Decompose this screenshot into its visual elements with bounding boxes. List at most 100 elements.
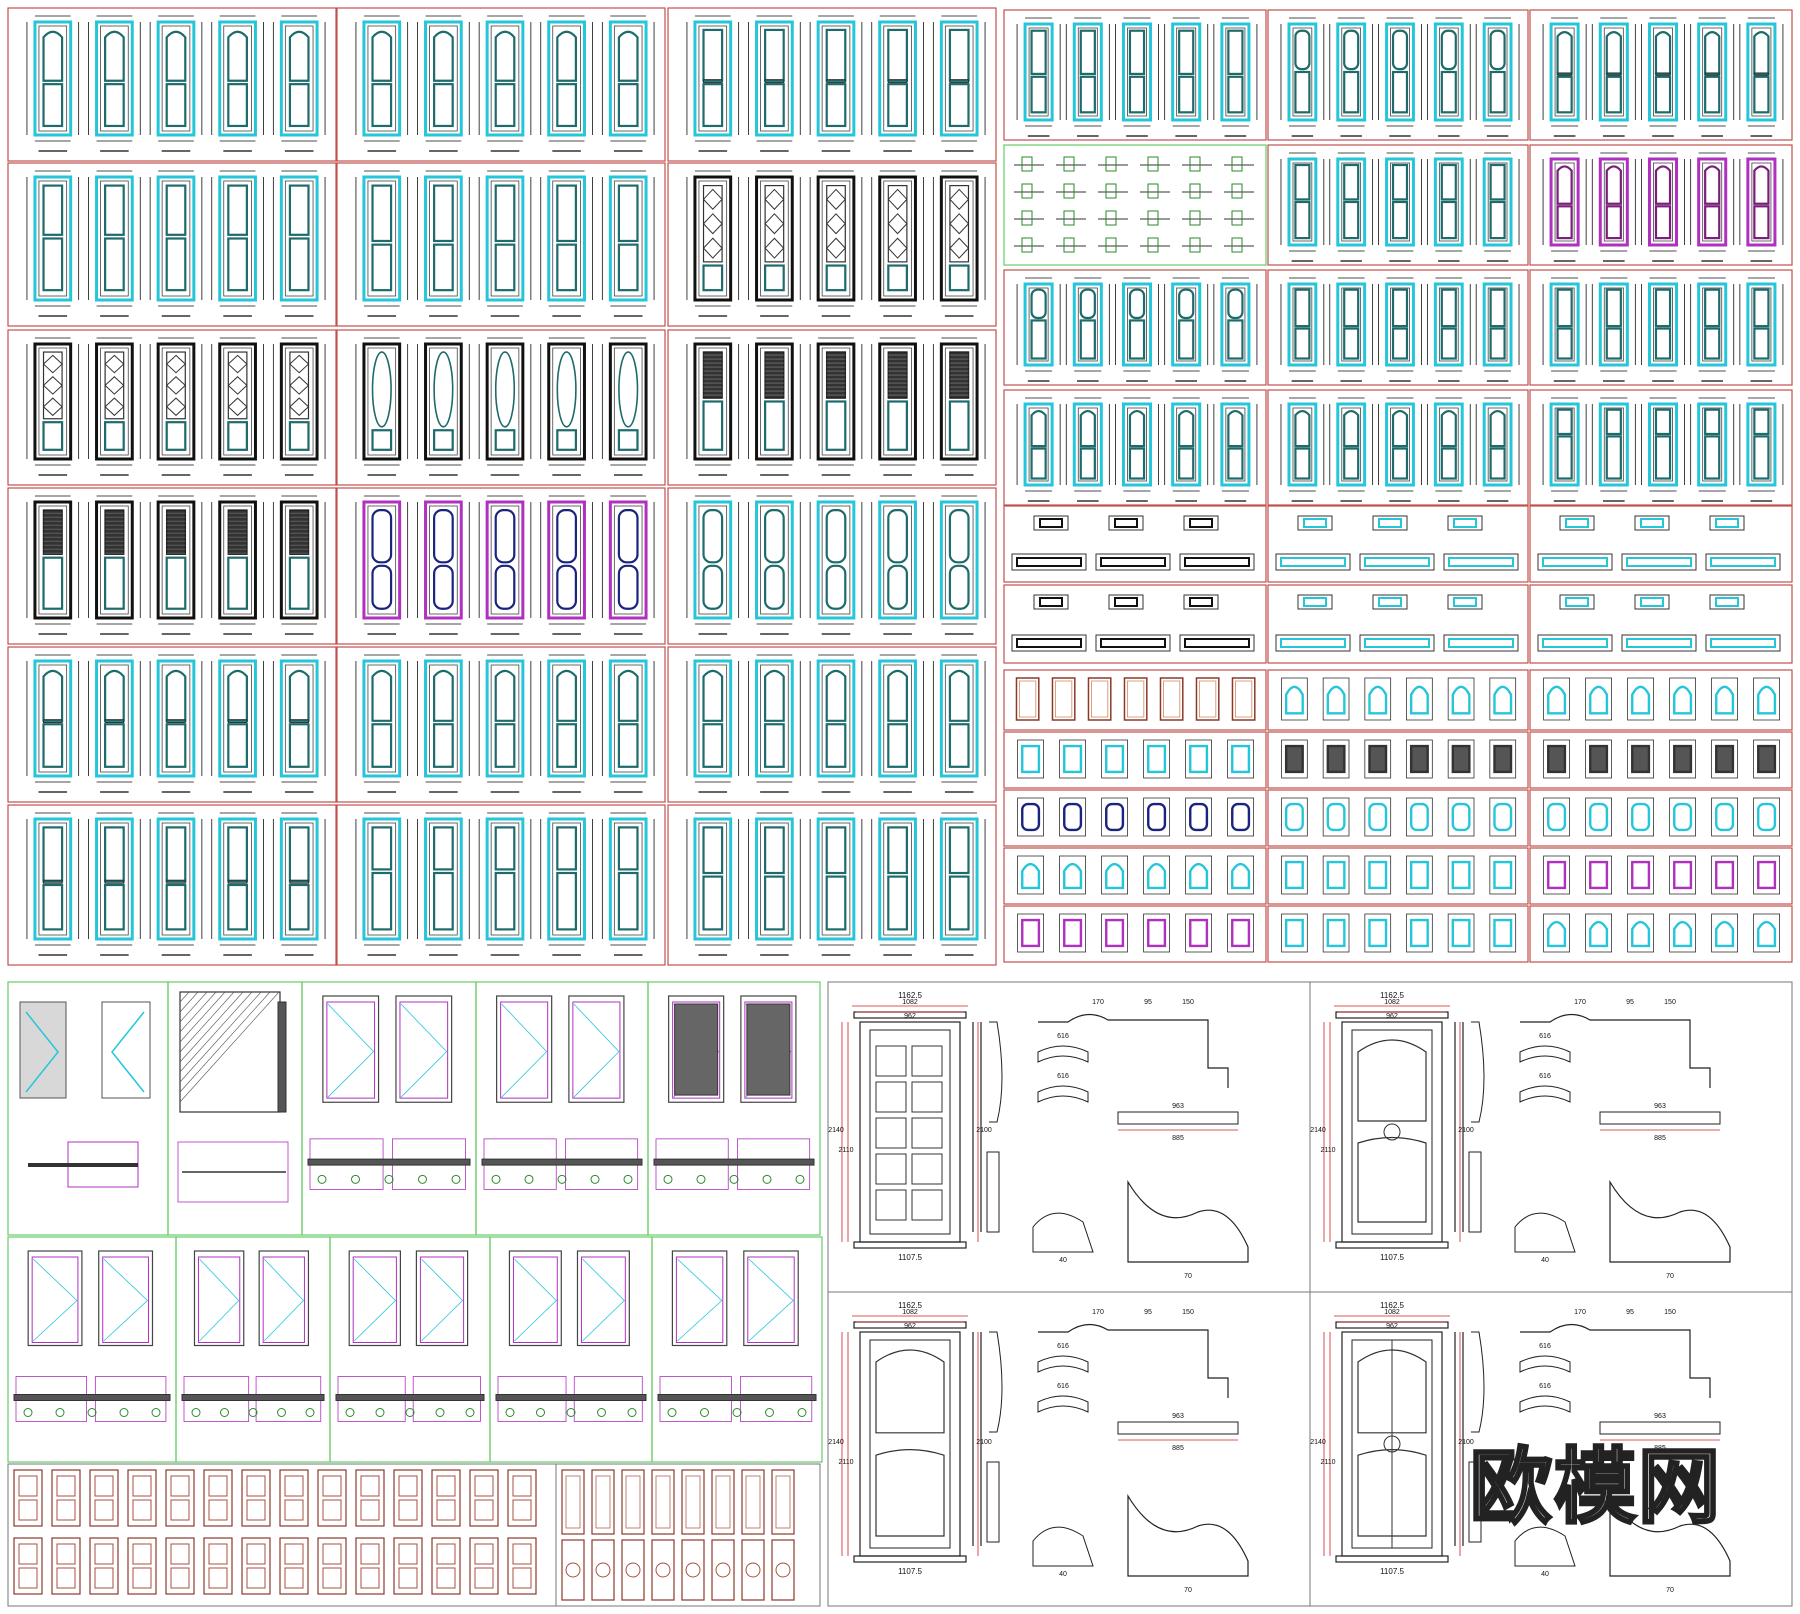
door-panel-louver bbox=[289, 509, 310, 555]
door-frame bbox=[424, 659, 463, 778]
cornice-profile bbox=[1520, 1323, 1711, 1398]
catalog-sheet bbox=[1529, 269, 1793, 386]
dim-616: 616 bbox=[1539, 1383, 1551, 1390]
door-panel bbox=[1605, 327, 1622, 360]
small-panel-frame bbox=[1017, 855, 1044, 895]
door-panel bbox=[1178, 29, 1195, 76]
door-panel-arch bbox=[1605, 165, 1622, 205]
sheet-border bbox=[1529, 847, 1793, 905]
door-glass bbox=[419, 1256, 465, 1343]
door-upper-panel bbox=[875, 1349, 945, 1434]
profile-section bbox=[1063, 237, 1075, 253]
small-panel-frame bbox=[1364, 677, 1392, 721]
hatch-line bbox=[179, 991, 199, 1013]
transom-small bbox=[1372, 594, 1408, 610]
door-frame bbox=[547, 500, 586, 620]
sheet-border bbox=[1003, 269, 1267, 386]
door-panel bbox=[494, 826, 516, 871]
small-panel-frame bbox=[1489, 677, 1517, 721]
door-panel bbox=[227, 184, 248, 236]
transom-panel bbox=[1448, 638, 1514, 648]
door-leaf bbox=[1390, 162, 1410, 242]
wall-plan bbox=[481, 1158, 643, 1166]
door-elevation bbox=[272, 812, 326, 956]
wall-plan bbox=[307, 1158, 471, 1166]
thumb-door-frame bbox=[771, 1539, 795, 1601]
sheet-border bbox=[1267, 731, 1529, 789]
thumb-door-panel bbox=[246, 1567, 266, 1589]
door-leaf bbox=[1487, 27, 1508, 117]
small-panel bbox=[1451, 918, 1471, 948]
door-panel bbox=[165, 826, 187, 883]
door-frame bbox=[939, 342, 979, 461]
watermark-logo: 欧模网 bbox=[1468, 1439, 1723, 1537]
door-panel-arch bbox=[1227, 409, 1244, 448]
thumb-door-panel bbox=[322, 1543, 342, 1565]
door-elevation bbox=[1542, 152, 1587, 262]
small-panel-round bbox=[1451, 802, 1471, 832]
door-panel bbox=[165, 83, 187, 128]
transom-panel bbox=[1640, 597, 1664, 607]
swing-mark bbox=[25, 1011, 59, 1093]
door-elevation bbox=[1016, 397, 1061, 502]
door-panel bbox=[288, 237, 310, 292]
door-frame bbox=[156, 342, 196, 461]
small-panel-round bbox=[1409, 802, 1429, 832]
sheet-border bbox=[1267, 847, 1529, 905]
door-panel bbox=[227, 723, 248, 768]
door-frame bbox=[424, 500, 463, 620]
door-leaf bbox=[1390, 27, 1410, 117]
door-leaf bbox=[944, 25, 974, 132]
door-frame bbox=[95, 342, 134, 461]
door-panel-arch bbox=[887, 669, 908, 722]
door-panel bbox=[42, 237, 64, 292]
thumb-door-frame bbox=[621, 1469, 645, 1535]
door-frame bbox=[939, 175, 979, 302]
glass-diamond bbox=[227, 397, 248, 417]
door-panel-arch bbox=[1704, 165, 1721, 205]
door-panel bbox=[288, 184, 310, 236]
door-elevation bbox=[809, 495, 863, 635]
thumb-door-frame bbox=[681, 1469, 705, 1535]
glass-diamond bbox=[702, 213, 723, 235]
sheet-border bbox=[7, 1463, 821, 1607]
dim-70: 70 bbox=[1666, 1273, 1674, 1280]
door-frame bbox=[608, 500, 648, 620]
door-frame bbox=[1336, 282, 1367, 367]
catalog-sheet bbox=[1267, 584, 1529, 664]
small-panel-frame bbox=[1227, 855, 1255, 895]
door-leaf bbox=[429, 180, 458, 297]
door-panel-rounded bbox=[1030, 288, 1047, 320]
door-leaf bbox=[821, 664, 851, 773]
door-elevation bbox=[871, 337, 924, 476]
door-elevation bbox=[601, 654, 655, 793]
small-panel-frame bbox=[1627, 677, 1655, 721]
door-panel-arch bbox=[764, 669, 785, 722]
door-elevation bbox=[601, 15, 655, 152]
small-panel-frame bbox=[1543, 797, 1571, 837]
thumb-door-panel bbox=[436, 1567, 456, 1589]
small-panel-frame bbox=[1143, 855, 1171, 895]
small-panel bbox=[1547, 744, 1567, 774]
callout-bubble bbox=[151, 1408, 161, 1417]
thumb-door-panel bbox=[474, 1543, 494, 1565]
dim-95: 95 bbox=[1626, 999, 1634, 1006]
section-sheets bbox=[7, 981, 823, 1463]
small-panel-round bbox=[1326, 802, 1346, 832]
door-panel bbox=[887, 723, 908, 768]
door-elevation bbox=[355, 170, 409, 317]
door-elevation bbox=[748, 15, 801, 152]
thumb-door-panel bbox=[322, 1499, 342, 1521]
door-carved-panel bbox=[911, 1153, 943, 1185]
door-frame bbox=[1482, 282, 1513, 367]
door-leaf bbox=[223, 505, 252, 615]
door-rail bbox=[289, 879, 309, 884]
cornice-profile bbox=[1038, 1013, 1229, 1088]
moulding-profile bbox=[1514, 1526, 1576, 1567]
door-frame bbox=[939, 817, 979, 941]
sheet-border bbox=[827, 981, 1311, 1293]
glass-diamond bbox=[949, 237, 970, 259]
thumb-door-panel bbox=[398, 1475, 418, 1497]
door-elevation bbox=[748, 337, 801, 476]
sheet-border bbox=[827, 1291, 1311, 1607]
